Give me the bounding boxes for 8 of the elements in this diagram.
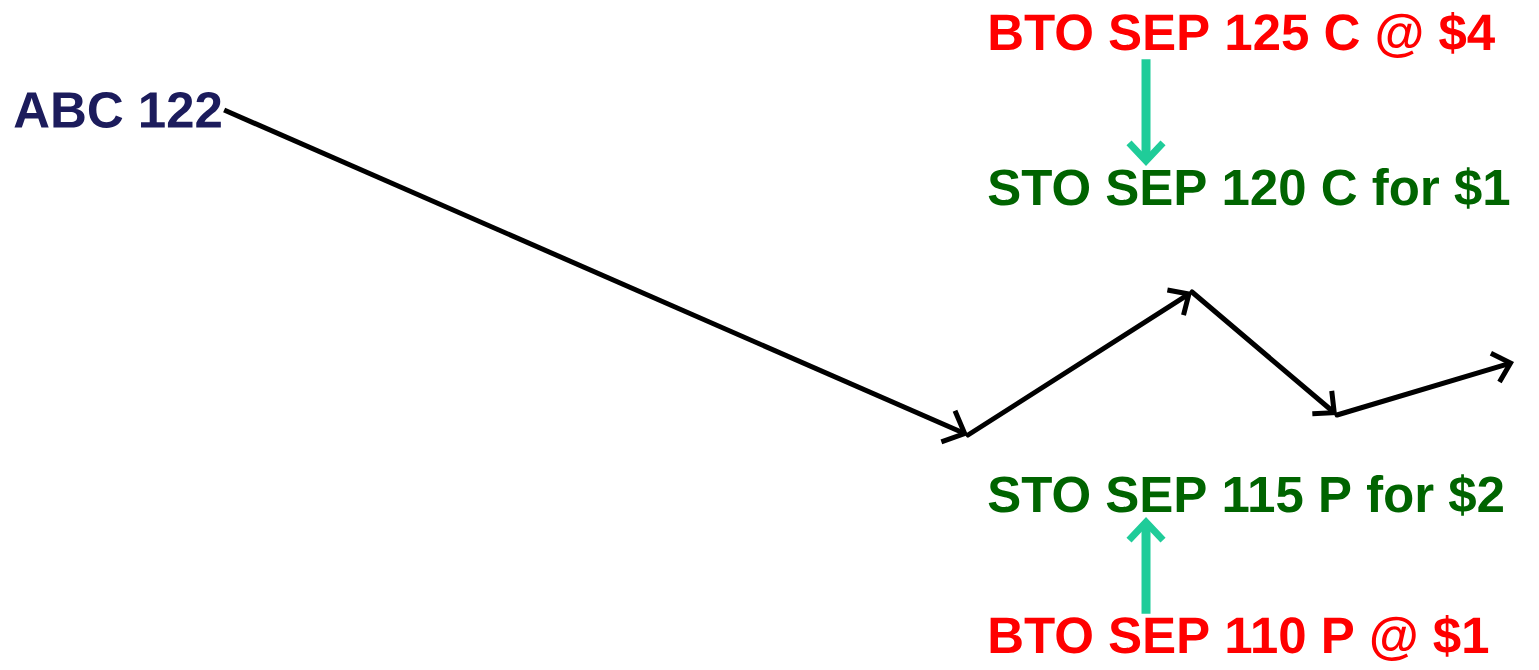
- order-text: BTO SEP 110 P @ $1: [990, 615, 1489, 661]
- order-text: STO SEP 120 C for $1: [988, 167, 1510, 209]
- order-text: STO SEP 115 P for $2: [988, 474, 1503, 516]
- order-text: BTO SEP 125 C @ $4: [990, 12, 1495, 58]
- arrow: [1126, 59, 1166, 166]
- arrow: [1126, 517, 1166, 614]
- price-label: ABC 122: [14, 91, 221, 129]
- arrow: [223, 107, 968, 445]
